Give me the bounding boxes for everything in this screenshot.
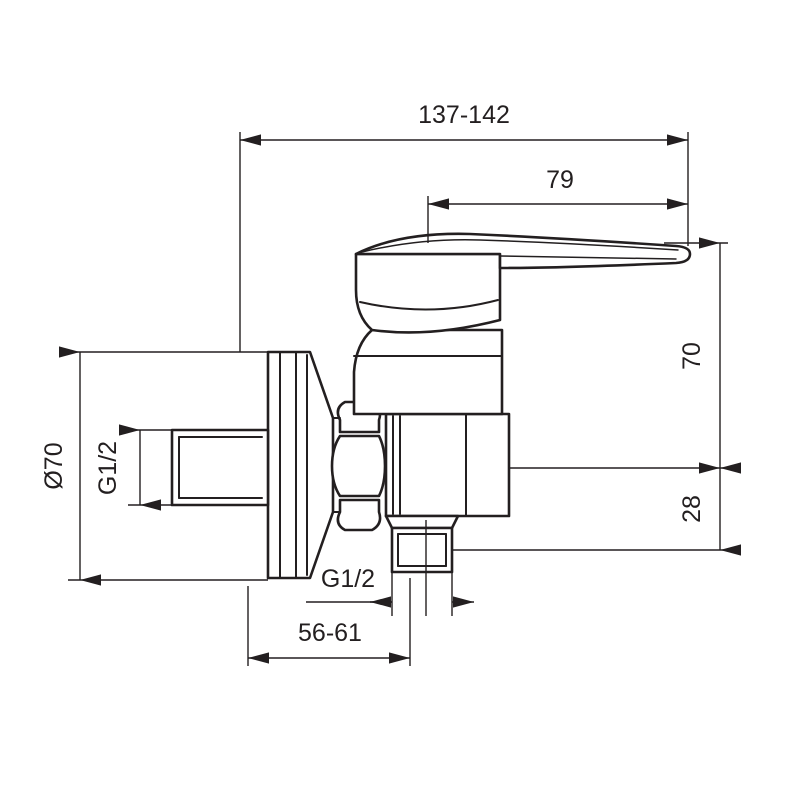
dimension-label-overall-length: 137-142	[418, 101, 510, 129]
dimension-outlet-thread: G1/2	[306, 520, 474, 616]
hex-nut	[330, 400, 387, 532]
dimension-height-upper: 70	[508, 237, 741, 474]
dimension-flange-diameter: Ø70	[40, 346, 268, 586]
dimension-label-projection-depth: 56-61	[298, 619, 362, 647]
dimension-label-flange-diameter: Ø70	[40, 442, 68, 489]
lever-handle	[354, 232, 692, 270]
part-geometry	[170, 232, 692, 580]
dimension-projection-depth: 56-61	[247, 578, 411, 666]
dimension-label-height-lower: 28	[678, 495, 706, 523]
dimension-lever-length: 79	[427, 166, 688, 243]
dimension-height-lower: 28	[452, 462, 741, 556]
inlet-stub	[170, 428, 270, 507]
mixer-cap	[354, 252, 502, 334]
dimension-label-lever-length: 79	[546, 166, 574, 194]
outlet-nipple	[384, 514, 460, 574]
dimension-label-outlet-thread: G1/2	[321, 565, 375, 593]
dimension-inlet-thread: G1/2	[94, 424, 172, 511]
mixer-body	[352, 328, 511, 518]
wall-flange	[266, 350, 335, 580]
dimension-label-height-upper: 70	[678, 342, 706, 370]
dimension-overall-length: 137-142	[239, 101, 689, 352]
dimension-label-inlet-thread: G1/2	[94, 441, 122, 495]
